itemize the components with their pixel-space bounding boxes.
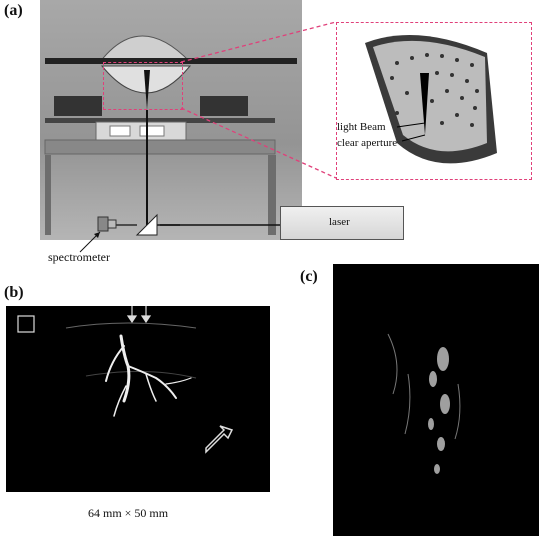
clear-aperture-label: clear aperture <box>337 137 398 149</box>
panel-b-caption: 64 mm × 50 mm <box>88 506 169 520</box>
panel-b-label: (b) <box>4 284 24 301</box>
apparatus-drawing <box>44 35 297 235</box>
laser-box: laser <box>280 206 404 240</box>
spectrometer-label: spectrometer <box>48 250 110 264</box>
apparatus-photo <box>40 0 302 240</box>
cutaway-inset: light Beam clear aperture <box>336 22 532 180</box>
panel-a-label: (a) <box>4 2 23 19</box>
light-beam-label: light Beam <box>337 121 386 133</box>
vessel-image-b <box>6 306 270 492</box>
highlight-box <box>103 62 183 110</box>
cutaway-drawing <box>365 35 497 164</box>
panel-c-label: (c) <box>300 268 318 285</box>
vessel-drawing-b <box>17 306 234 454</box>
vessel-drawing-c <box>387 333 461 474</box>
vessel-image-c <box>333 264 539 536</box>
laser-label: laser <box>329 216 350 228</box>
